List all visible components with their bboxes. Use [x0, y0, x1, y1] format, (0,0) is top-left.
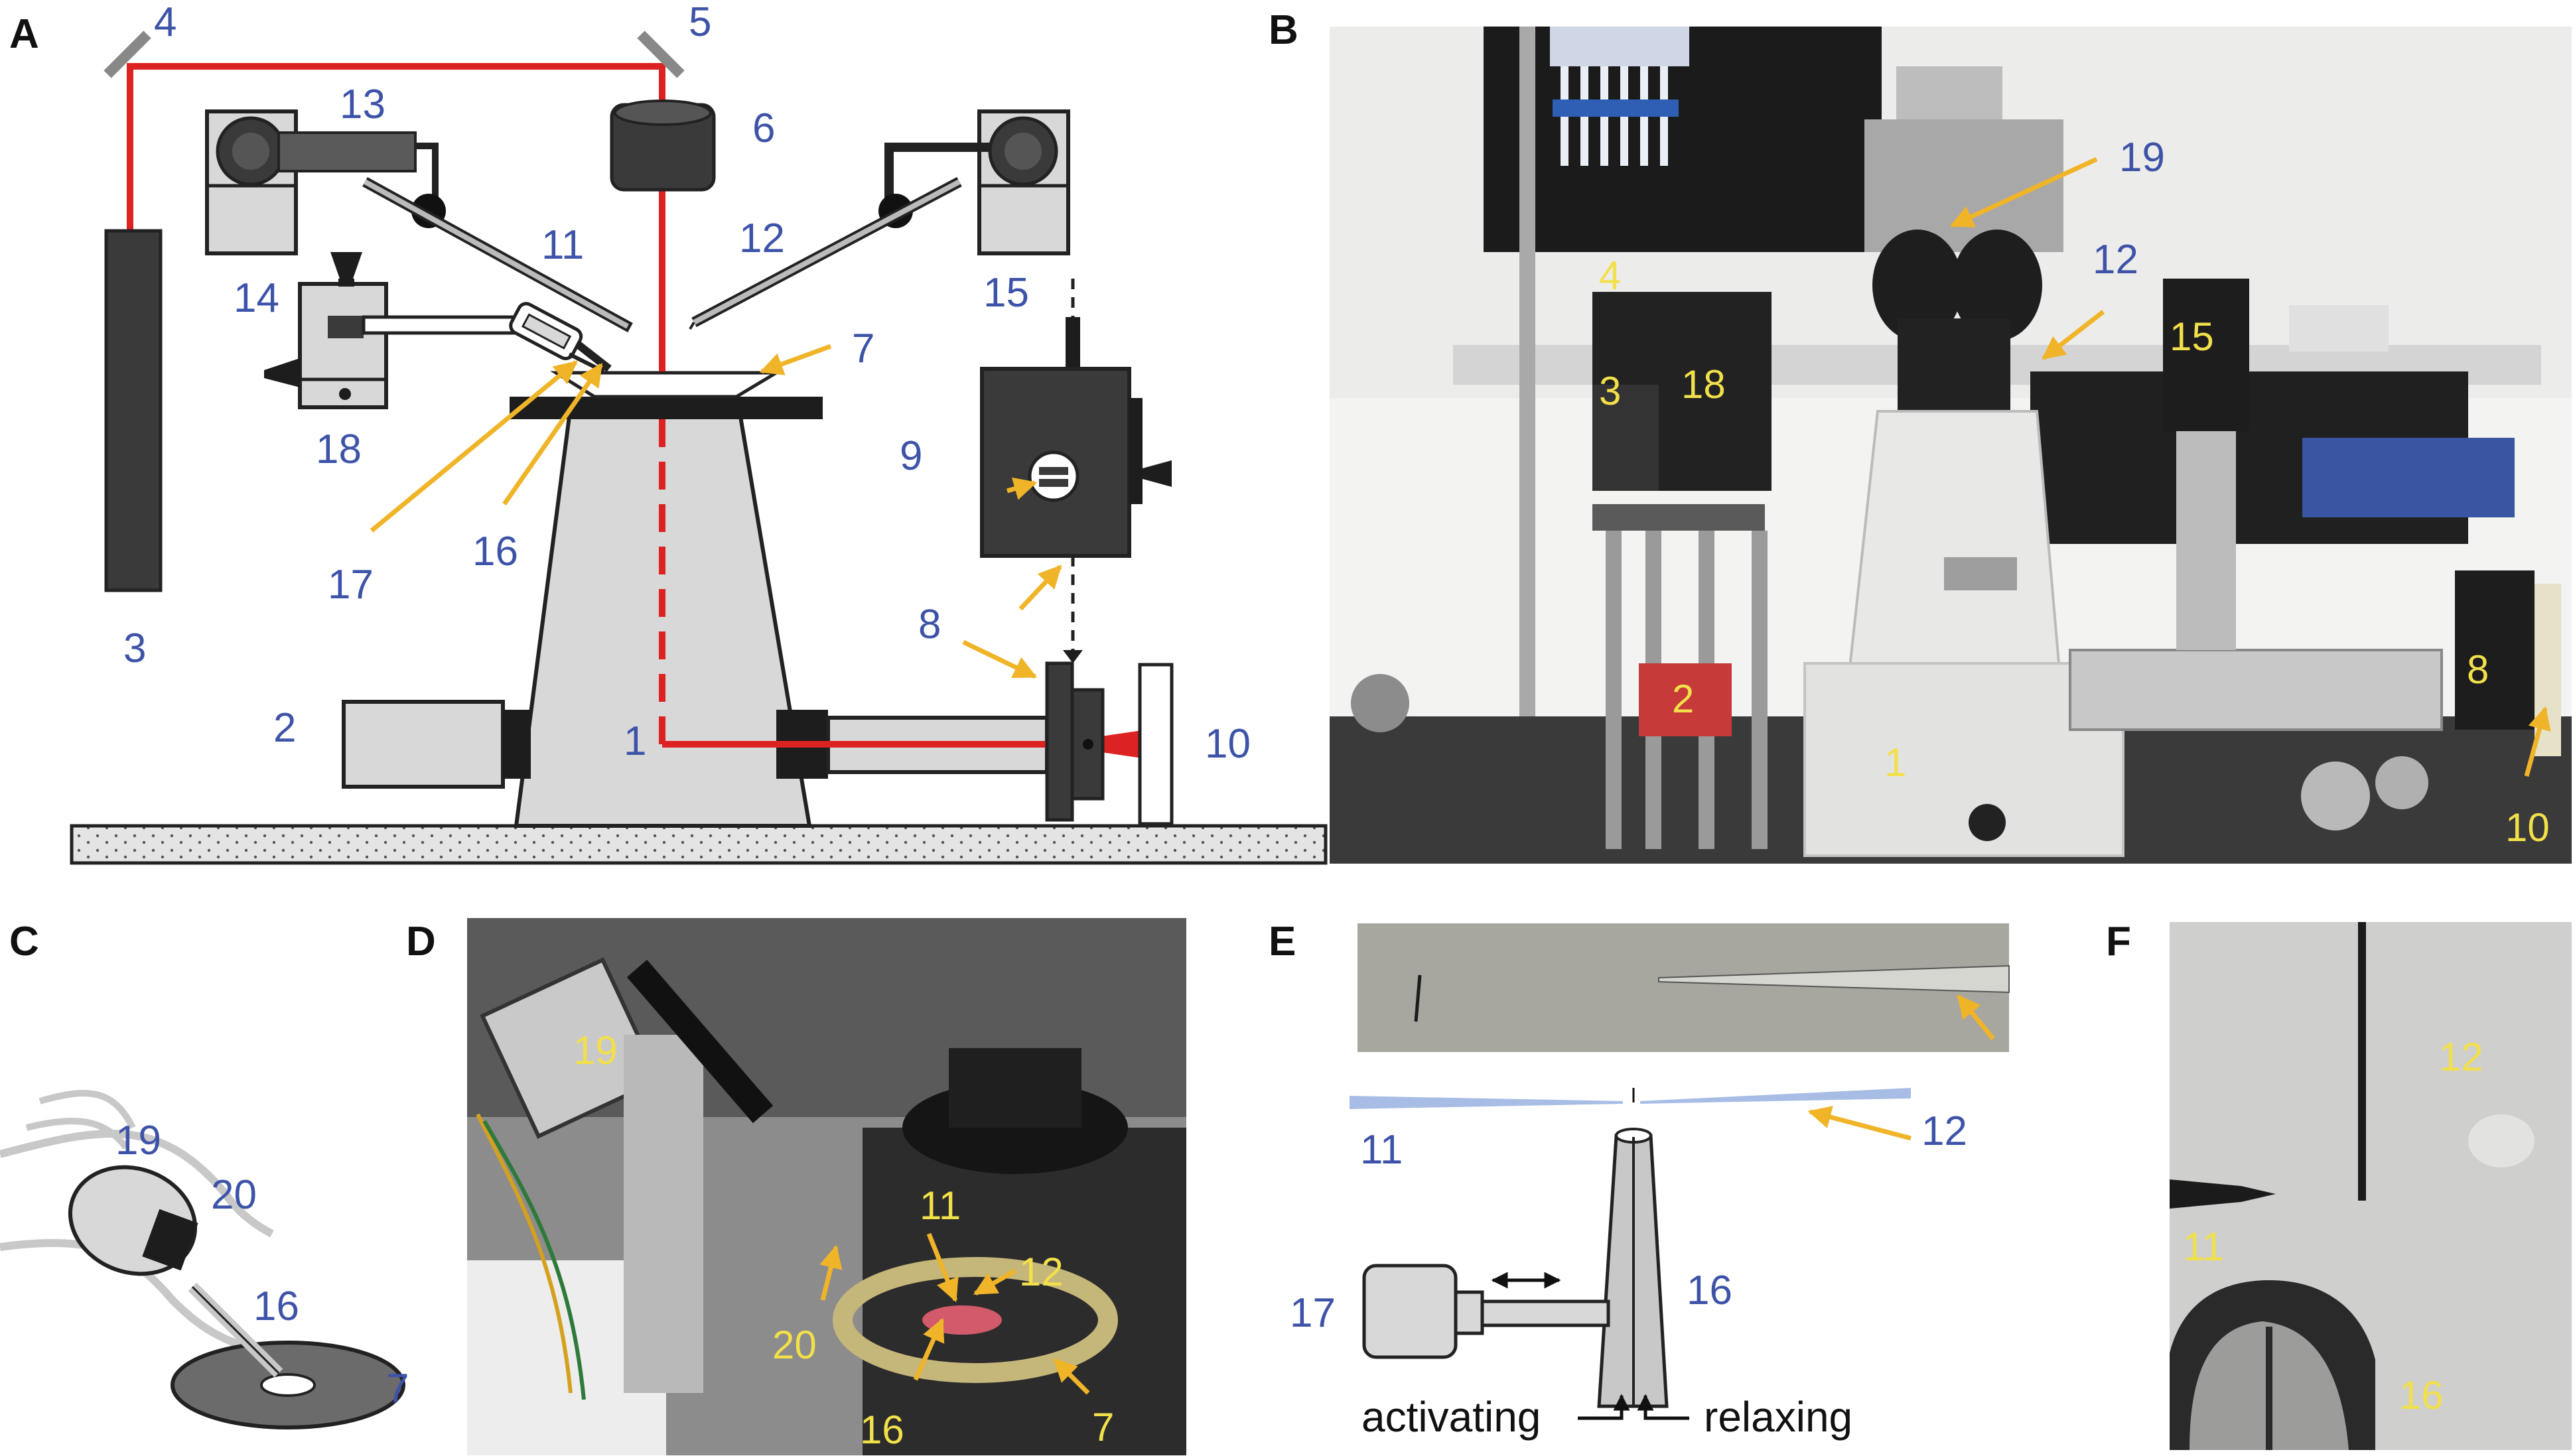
- label-b-18: 18: [1681, 362, 1726, 407]
- label-a-4: 4: [154, 0, 176, 45]
- label-a-7: 7: [852, 326, 874, 371]
- label-b-3: 3: [1599, 369, 1621, 413]
- manipulator-15-photo: [2163, 279, 2249, 431]
- perfusion-head-c: [68, 1165, 198, 1276]
- label-a-6: 6: [752, 105, 775, 151]
- label-a-13: 13: [340, 82, 385, 127]
- label-a-1: 1: [624, 718, 646, 764]
- panel-f: F 12 11 16: [2106, 919, 2572, 1450]
- detector-8: [1045, 661, 1074, 822]
- label-f-12: 12: [2439, 1035, 2483, 1079]
- laser-beam-top: [127, 63, 665, 371]
- optical-table: [70, 824, 1328, 865]
- label-b-8: 8: [2467, 647, 2489, 692]
- label-e-11: 11: [1360, 1127, 1403, 1173]
- label-e-16: 16: [1687, 1268, 1732, 1313]
- panel-letter-d: D: [406, 919, 436, 964]
- detector-photo: [2455, 570, 2535, 730]
- needle-12: [1640, 1088, 1911, 1104]
- label-b-19: 19: [2119, 135, 2165, 180]
- label-a-11: 11: [541, 222, 584, 268]
- label-c-16: 16: [253, 1284, 299, 1329]
- label-relaxing: relaxing: [1704, 1393, 1852, 1441]
- panel-letter-b: B: [1269, 7, 1298, 53]
- dish-d: [833, 1257, 1118, 1383]
- label-d-11: 11: [920, 1183, 961, 1228]
- motor-17: [1362, 1264, 1458, 1359]
- label-b-15: 15: [2170, 314, 2214, 359]
- label-b-1: 1: [1884, 740, 1906, 785]
- label-a-10: 10: [1205, 721, 1251, 767]
- detector-9-window: [1028, 450, 1079, 502]
- label-e-17: 17: [1290, 1290, 1336, 1336]
- label-a-18: 18: [316, 427, 362, 472]
- label-f-16: 16: [2399, 1373, 2444, 1418]
- mirror-5: [637, 31, 685, 78]
- needle-11-image: [2170, 1179, 2276, 1209]
- label-b-12: 12: [2093, 237, 2138, 283]
- label-a-15: 15: [983, 270, 1029, 316]
- panel-letter-c: C: [9, 919, 39, 964]
- panel-c: C 19 20 16 7: [0, 919, 409, 1429]
- label-d-16: 16: [860, 1408, 904, 1452]
- camera-2-mount: [503, 710, 531, 779]
- panel-d: D 19 11 12 20 16 7: [406, 918, 1186, 1455]
- perfusion-head: [509, 302, 583, 361]
- panel-letter-e: E: [1269, 919, 1296, 964]
- label-c-19: 19: [115, 1118, 161, 1163]
- label-a-12: 12: [739, 216, 785, 261]
- perfusion-head-d: [480, 957, 661, 1139]
- panel-a: A: [9, 0, 1328, 865]
- camera-photo: [1639, 663, 1732, 736]
- label-b-4: 4: [1599, 253, 1621, 298]
- label-e-12: 12: [1921, 1108, 1967, 1154]
- label-d-20: 20: [772, 1323, 817, 1367]
- label-a-14: 14: [234, 275, 279, 321]
- culture-dish: [550, 371, 783, 399]
- label-a-5: 5: [689, 0, 711, 45]
- syringe-rack: [1550, 27, 1689, 166]
- panel-letter-f: F: [2106, 919, 2131, 964]
- label-c-7: 7: [386, 1366, 409, 1412]
- label-d-12: 12: [1019, 1250, 1064, 1294]
- label-b-2: 2: [1672, 677, 1694, 721]
- microscope-stage: [510, 397, 823, 419]
- label-f-11: 11: [2183, 1224, 2224, 1269]
- needle-11: [1350, 1096, 1623, 1109]
- label-a-8: 8: [918, 602, 941, 647]
- laser-source: [104, 229, 163, 592]
- panel-letter-a: A: [9, 11, 39, 57]
- label-a-16: 16: [472, 529, 518, 574]
- filter-10: [1138, 663, 1174, 826]
- manipulator-13-arm: [277, 131, 417, 172]
- label-d-7: 7: [1092, 1405, 1114, 1449]
- label-d-19: 19: [573, 1028, 618, 1073]
- panel-e: E 11 12 16 17 activating relaxing: [1269, 919, 2010, 1441]
- mirror-4: [104, 31, 151, 78]
- label-a-9: 9: [900, 433, 922, 479]
- label-a-2: 2: [273, 705, 296, 751]
- label-activating: activating: [1361, 1393, 1541, 1441]
- panel-b: B: [1269, 7, 2572, 864]
- label-b-10: 10: [2505, 805, 2550, 850]
- camera-2: [342, 700, 505, 789]
- label-c-20: 20: [211, 1172, 257, 1218]
- label-a-17: 17: [328, 562, 374, 608]
- needle-12-image: [2358, 922, 2366, 1201]
- manipulator-18: [298, 282, 388, 409]
- label-a-3: 3: [123, 626, 146, 671]
